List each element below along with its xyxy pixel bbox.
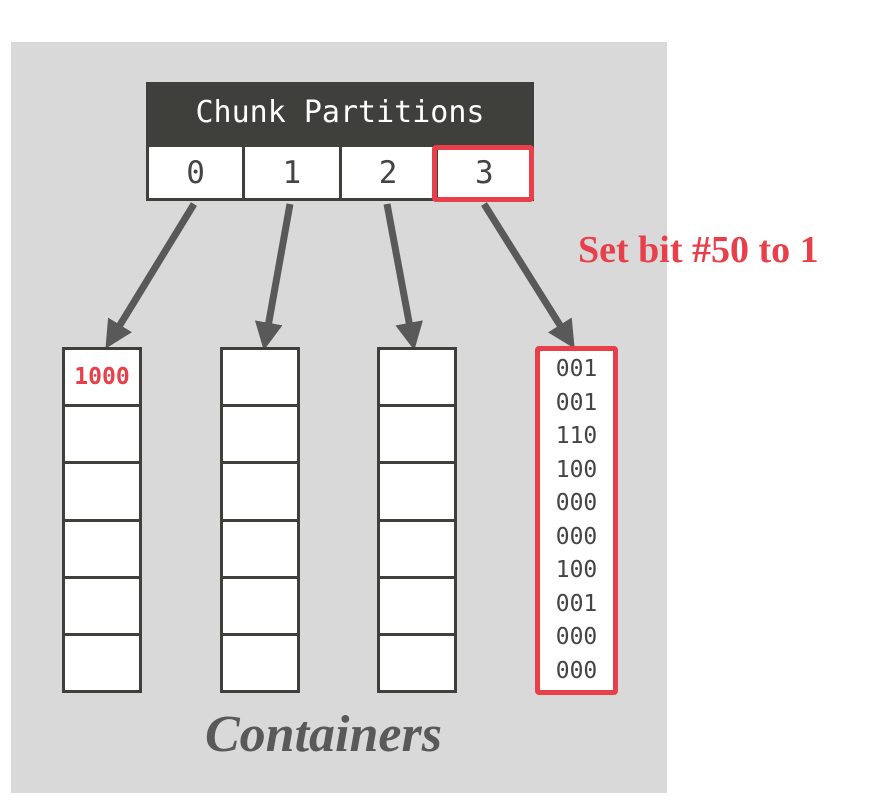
bitmap-line-2: 110 [555, 423, 598, 450]
container-2-cell-2 [380, 464, 454, 522]
container-1-cell-4 [223, 579, 297, 636]
container-2 [377, 347, 457, 693]
container-2-cell-3 [380, 522, 454, 579]
bitmap-container-3: 001 001 110 100 000 000 100 001 000 000 [535, 346, 618, 695]
container-1-cell-1 [223, 407, 297, 465]
bitmap-line-6: 100 [555, 557, 598, 584]
bitmap-line-3: 100 [555, 456, 598, 483]
partition-highlight-box [432, 145, 534, 202]
partition-cell-1: 1 [245, 147, 342, 198]
container-2-cell-5 [380, 636, 454, 690]
container-0-cell-0: 1000 [65, 350, 139, 408]
chunk-partitions-header: Chunk Partitions [146, 82, 534, 144]
partition-cell-3: 3 [475, 154, 494, 191]
container-2-cell-1 [380, 407, 454, 465]
bitmap-line-7: 001 [555, 590, 598, 617]
container-0-cell-3 [65, 522, 139, 579]
set-bit-annotation: Set bit #50 to 1 [578, 229, 819, 271]
arrow-partition-1 [254, 203, 294, 351]
container-1-cell-5 [223, 636, 297, 690]
container-2-cell-0 [380, 350, 454, 408]
arrow-partition-3 [481, 202, 575, 349]
container-1 [220, 347, 300, 693]
container-0-cell-2 [65, 464, 139, 522]
container-1-cell-2 [223, 464, 297, 522]
container-0-cell-4 [65, 579, 139, 636]
bitmap-line-9: 000 [555, 657, 598, 684]
container-1-cell-0 [223, 350, 297, 408]
arrow-partition-0 [105, 202, 197, 349]
bitmap-line-0: 001 [555, 356, 598, 383]
bitmap-line-4: 000 [555, 490, 598, 517]
arrow-partition-2 [383, 203, 423, 351]
container-2-cell-4 [380, 579, 454, 636]
container-1-cell-3 [223, 522, 297, 579]
bitmap-line-1: 001 [555, 389, 598, 416]
container-0-cell-1 [65, 407, 139, 465]
container-0: 1000 [62, 347, 142, 693]
partition-cell-0: 0 [149, 147, 246, 198]
container-0-cell-5 [65, 636, 139, 690]
bitmap-line-8: 000 [555, 624, 598, 651]
bitmap-line-5: 000 [555, 523, 598, 550]
containers-label: Containers [205, 706, 442, 763]
